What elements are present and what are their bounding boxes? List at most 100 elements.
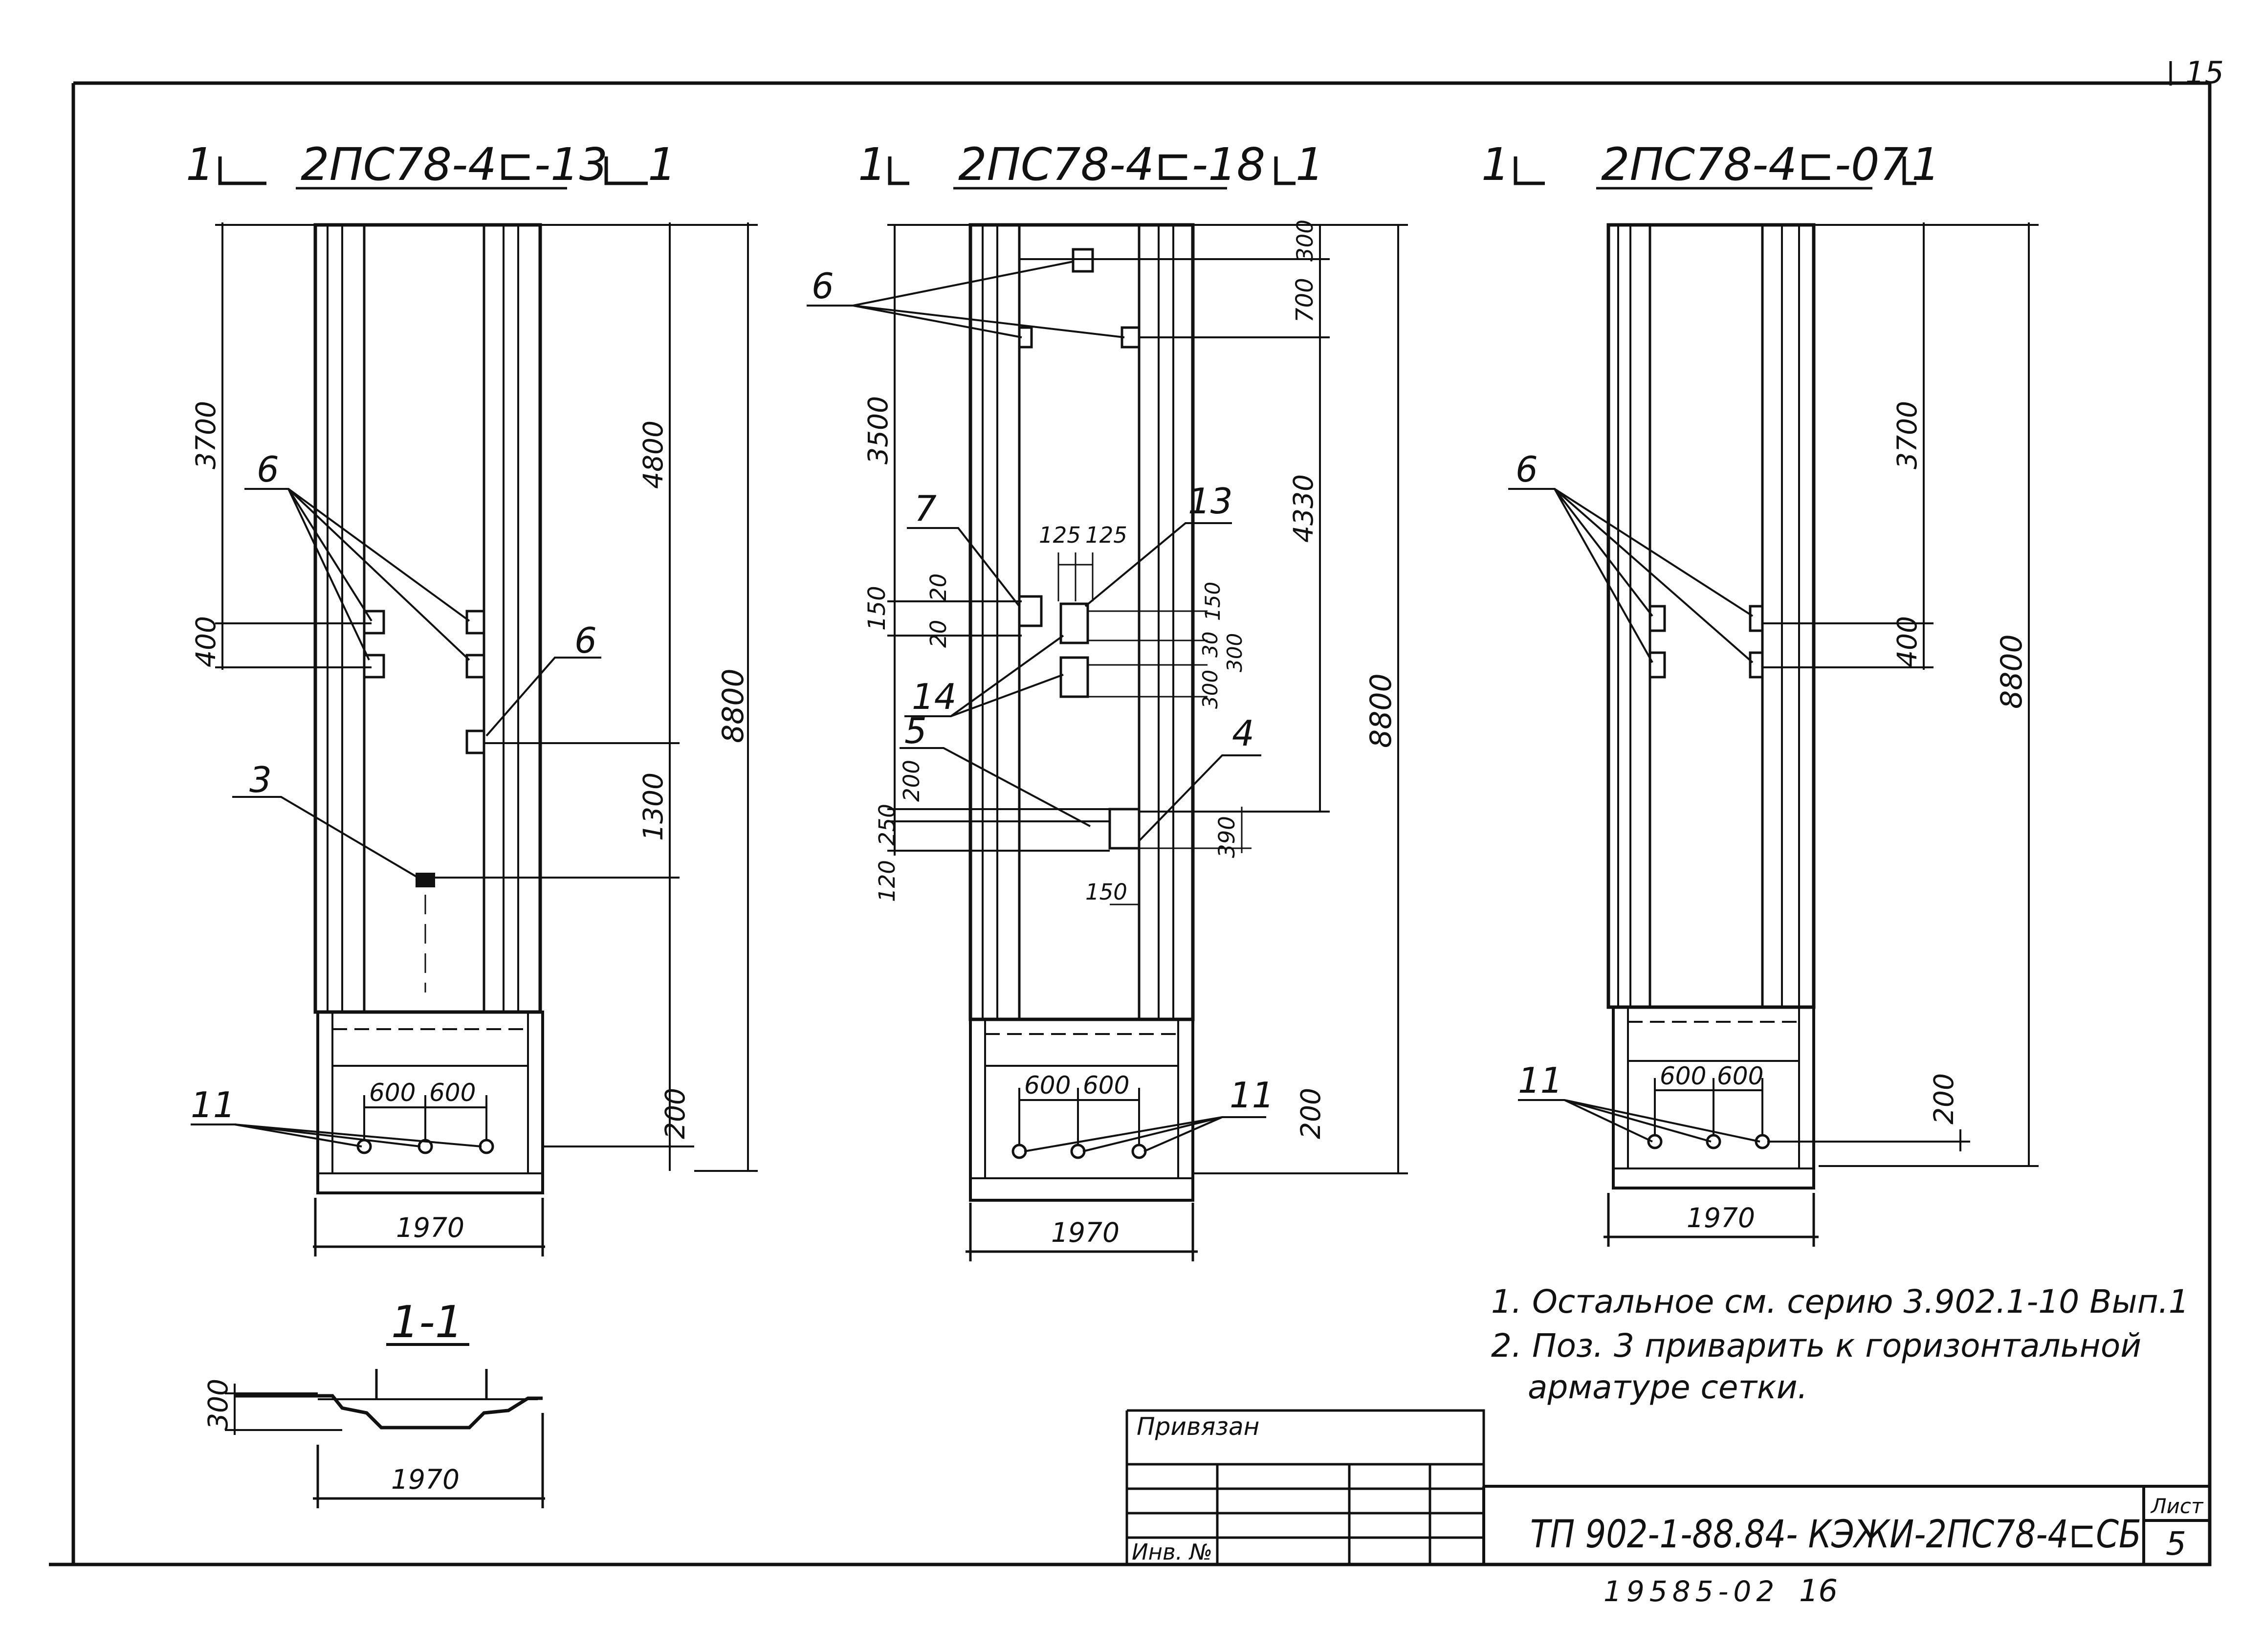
spacing-dimension <box>1018 1088 1140 1144</box>
anchor-hole <box>1647 1134 1663 1149</box>
note-2: 2. Поз. 3 приварить к горизонтальной <box>1491 1327 2141 1365</box>
callout-11: 11 <box>191 1084 236 1125</box>
dim-120: 120 <box>874 860 900 902</box>
anchor-hole <box>1131 1144 1147 1159</box>
dim-150-bottom: 150 <box>1085 879 1127 905</box>
dim-4800: 4800 <box>637 420 669 489</box>
title-block: Привязан Инв. № ТП 902-1-88.84- КЭЖИ-2ПС… <box>1125 1409 2210 1565</box>
leader-line <box>485 657 601 737</box>
dim-300-inner: 300 <box>1198 670 1222 709</box>
panel-title: 2ПС78-4⊏-07 <box>1601 138 1908 191</box>
leader-line <box>907 527 1020 607</box>
section-height-dimension <box>225 1384 342 1435</box>
callout-11: 11 <box>1230 1075 1274 1116</box>
embed-plate <box>1059 602 1089 644</box>
embed-plate <box>1648 651 1666 679</box>
leader-line <box>1138 754 1261 842</box>
section-arrow-left <box>1514 156 1545 185</box>
inner-dimension-line <box>1057 552 1252 905</box>
spacing-label: 600 <box>1717 1062 1763 1090</box>
dim-200: 200 <box>1928 1073 1959 1124</box>
dim-4330: 4330 <box>1288 474 1319 543</box>
width-label: 1970 <box>396 1212 464 1243</box>
embed-plate-large <box>1108 808 1141 850</box>
panel-drawing-2: 1 2ПС78-4⊏-18 1 600 600 1970 <box>807 138 1408 1261</box>
embed-plate <box>1059 656 1089 698</box>
dim-125: 125 <box>1039 522 1081 548</box>
leader-line <box>900 747 1091 827</box>
width-dimension <box>313 1198 545 1256</box>
dim-200: 200 <box>659 1088 691 1139</box>
corner-number: 15 <box>2185 55 2224 90</box>
leader-line <box>232 796 419 879</box>
callout-6-right: 6 <box>574 620 597 661</box>
embed-plate <box>1749 651 1764 679</box>
section-arrow-left <box>218 156 266 185</box>
section-mark-left: 1 <box>1481 138 1510 191</box>
leader-line <box>1084 522 1232 607</box>
callout-11: 11 <box>1518 1060 1563 1101</box>
width-dimension <box>966 1203 1198 1261</box>
leader-line <box>1508 488 1754 663</box>
leader-line <box>904 635 1064 717</box>
callout-6: 6 <box>1516 449 1538 490</box>
dim-overall: 8800 <box>1364 673 1398 748</box>
dim-150: 150 <box>863 586 891 631</box>
dim-20: 20 <box>925 620 951 648</box>
section-height-label: 300 <box>202 1379 234 1430</box>
dim-1300: 1300 <box>637 772 669 841</box>
embed-plate <box>1648 605 1666 632</box>
bottom-frame <box>316 1011 544 1194</box>
left-dimension-line <box>887 224 1110 856</box>
callout-7: 7 <box>914 488 937 529</box>
spacing-label: 600 <box>1083 1071 1129 1100</box>
callout-6: 6 <box>812 265 834 307</box>
sheet-label: Лист <box>2150 1494 2204 1518</box>
section-profile <box>235 1394 543 1430</box>
footer-page: 16 <box>1799 1573 1838 1608</box>
callout-6-left: 6 <box>257 449 279 490</box>
dim-3500: 3500 <box>862 396 894 464</box>
spacing-label: 600 <box>1024 1071 1071 1100</box>
panel-drawing-1: 1 2ПС78-4⊏-13 1 600 600 <box>186 138 758 1256</box>
panel-drawing-3: 1 2ПС78-4⊏-07 1 600 600 1970 3700 400 <box>1481 138 2039 1247</box>
section-mark-right: 1 <box>1911 138 1940 191</box>
dim-300-inner: 300 <box>1223 633 1247 672</box>
overall-dimension-line <box>540 222 758 1172</box>
section-mark-right: 1 <box>648 138 677 191</box>
dim-400: 400 <box>190 616 221 667</box>
bottom-frame <box>969 1018 1194 1202</box>
embed-plate <box>1749 605 1764 632</box>
callout-3: 3 <box>249 759 272 800</box>
section-arrow-left <box>888 156 909 185</box>
notes: 1. Остальное см. серию 3.902.1-10 Вып.1 … <box>1491 1283 2189 1406</box>
embed-plate <box>465 729 485 754</box>
embed-plate <box>363 654 385 679</box>
section-width-dimension <box>313 1413 545 1508</box>
document-code: ТП 902-1-88.84- КЭЖИ-2ПС78-4⊏СБ <box>1530 1513 2141 1557</box>
main-stamp <box>1482 1485 2210 1564</box>
spacing-label: 600 <box>429 1079 476 1107</box>
width-label: 1970 <box>1051 1217 1120 1248</box>
section-arrow-right <box>1274 156 1296 185</box>
width-dimension <box>1604 1193 1819 1247</box>
dim-700: 700 <box>1291 278 1318 323</box>
anchor-hole <box>1070 1144 1086 1159</box>
dim-overall: 8800 <box>716 668 750 743</box>
note-1: 1. Остальное см. серию 3.902.1-10 Вып.1 <box>1491 1283 2189 1321</box>
sheet-number: 5 <box>2166 1525 2186 1563</box>
attached-label: Привязан <box>1137 1412 1259 1441</box>
section-arrow-right <box>604 156 648 185</box>
dim-250: 250 <box>874 804 900 846</box>
section-mark-right: 1 <box>1296 138 1324 191</box>
dim-3700: 3700 <box>190 401 221 469</box>
leader-line <box>244 488 470 661</box>
overall-dimension-line <box>1814 222 2039 1167</box>
callout-5: 5 <box>904 710 927 751</box>
dim-3700: 3700 <box>1891 401 1923 469</box>
section-1-1: 1-1 300 1970 <box>202 1297 545 1508</box>
embed-plate <box>465 610 485 635</box>
dim-150-inner: 150 <box>1201 582 1225 621</box>
section-mark-left: 1 <box>186 138 215 191</box>
leader-line <box>191 1123 482 1147</box>
